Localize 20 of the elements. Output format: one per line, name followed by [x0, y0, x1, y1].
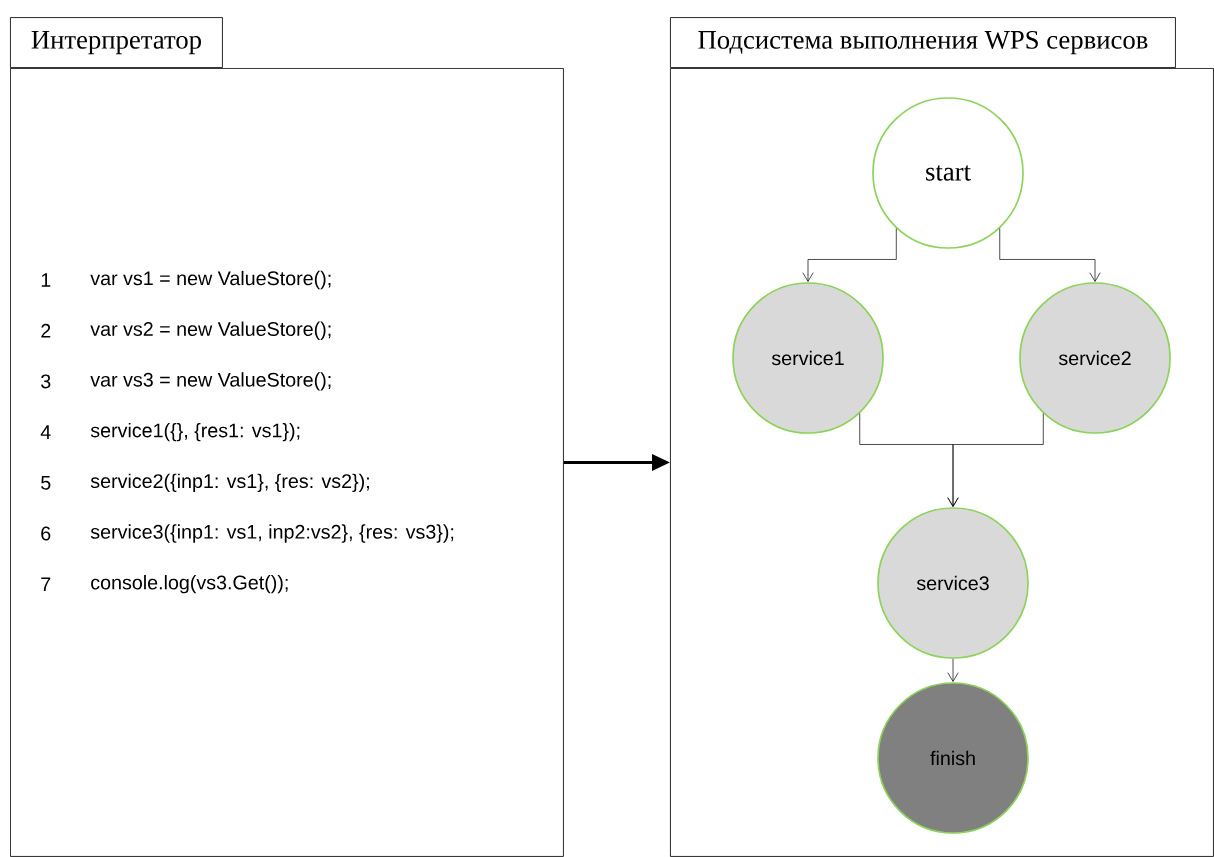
code-line: var vs1 = new ValueStore();: [90, 270, 331, 290]
node-label: Подсистема выполнения WPS сервисов: [698, 30, 1148, 55]
line-number: 3: [41, 374, 51, 389]
arrow: [947, 413, 1044, 507]
line-number: 4: [40, 425, 51, 439]
code-line: service3({inp1: vs1, inp2:vs2}, {res: vs3});: [90, 524, 454, 543]
node-label: Интерпретатор: [31, 30, 201, 55]
code-line: service1({}, {res1: vs1});: [90, 422, 300, 442]
line-number: 6: [41, 526, 51, 541]
line-number: 1: [41, 273, 51, 287]
code-line: console.log(vs3.Get());: [91, 575, 288, 594]
line-number: 2: [41, 323, 51, 338]
arrow: [947, 658, 959, 682]
line-number: 7: [41, 577, 51, 591]
arrow: [999, 228, 1101, 282]
code-line: service2({inp1: vs1}, {res: vs2});: [90, 473, 369, 492]
line-number: 5: [41, 475, 51, 490]
code-line: var vs2 = new ValueStore();: [90, 321, 331, 340]
code-line: var vs3 = new ValueStore();: [90, 372, 331, 391]
arrow: [802, 228, 897, 282]
